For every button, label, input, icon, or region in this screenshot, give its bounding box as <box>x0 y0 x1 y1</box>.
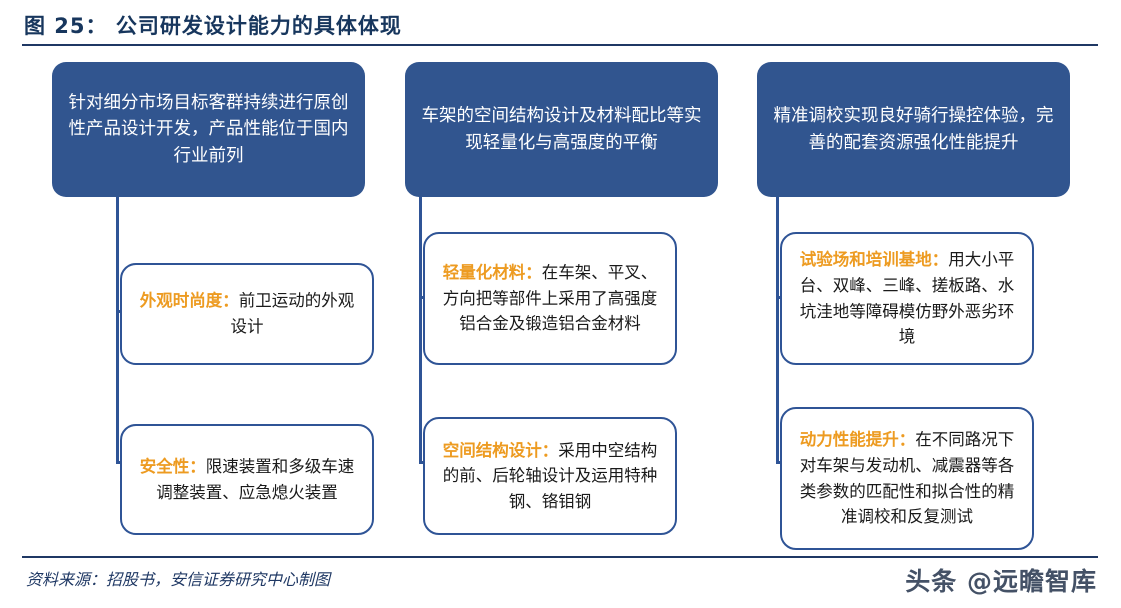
column-1-leaf-1[interactable]: 外观时尚度：前卫运动的外观设计 <box>120 263 374 365</box>
column-1-leaf-2-label: 安全性： <box>139 456 206 476</box>
source-note: 资料来源：招股书，安信证券研究中心制图 <box>26 570 331 589</box>
column-2-leaf-2-detail: 采用中空结构的前、后轮轴设计及运用特种钢、铬钼钢 <box>442 440 658 511</box>
column-3-leaf-2-detail: 在不同路况下对车架与发动机、减震器等各类参数的匹配性和拟合性的精准调校和反复测试 <box>799 430 1015 527</box>
column-2-leaf-1-detail: 在车架、平叉、方向把等部件上采用了高强度铝合金及锻造铝合金材料 <box>442 263 658 334</box>
diagram-column-2: 车架的空间结构设计及材料配比等实现轻量化与高强度的平衡 轻量化材料：在车架、平叉… <box>395 52 725 552</box>
column-2-leaf-2[interactable]: 空间结构设计：采用中空结构的前、后轮轴设计及运用特种钢、铬钼钢 <box>423 417 677 535</box>
column-1-leaf-1-detail: 前卫运动的外观设计 <box>230 291 355 336</box>
diagram-canvas: 针对细分市场目标客群持续进行原创性产品设计开发，产品性能位于国内行业前列 外观时… <box>0 52 1121 552</box>
column-2-connector-trunk <box>419 197 422 464</box>
column-1-leaf-2-detail: 限速装置和多级车速调整装置、应急熄火装置 <box>156 456 355 502</box>
column-2-header-text: 车架的空间结构设计及材料配比等实现轻量化与高强度的平衡 <box>421 105 702 153</box>
column-1-connector-trunk <box>116 197 119 464</box>
column-3-leaf-1[interactable]: 试验场和培训基地：用大小平台、双峰、三峰、搓板路、水坑洼地等障碍模仿野外恶劣环境 <box>780 232 1034 365</box>
column-3-leaf-1-text: 试验场和培训基地：用大小平台、双峰、三峰、搓板路、水坑洼地等障碍模仿野外恶劣环境 <box>796 247 1018 349</box>
column-1-leaf-1-text: 外观时尚度：前卫运动的外观设计 <box>136 288 358 339</box>
page-title: 图 25： 公司研发设计能力的具体体现 <box>24 14 402 38</box>
header-divider <box>22 44 1098 46</box>
column-2-leaf-2-text: 空间结构设计：采用中空结构的前、后轮轴设计及运用特种钢、铬钼钢 <box>439 438 661 515</box>
diagram-column-1: 针对细分市场目标客群持续进行原创性产品设计开发，产品性能位于国内行业前列 外观时… <box>42 52 374 552</box>
column-2-header-box[interactable]: 车架的空间结构设计及材料配比等实现轻量化与高强度的平衡 <box>405 62 718 197</box>
column-1-header-text: 针对细分市场目标客群持续进行原创性产品设计开发，产品性能位于国内行业前列 <box>68 92 349 166</box>
column-3-header-box[interactable]: 精准调校实现良好骑行操控体验，完善的配套资源强化性能提升 <box>757 62 1070 197</box>
column-3-connector-trunk <box>776 197 779 464</box>
watermark: 头条 @远瞻智库 <box>905 567 1097 596</box>
diagram-column-3: 精准调校实现良好骑行操控体验，完善的配套资源强化性能提升 试验场和培训基地：用大… <box>747 52 1077 552</box>
footer-divider <box>22 556 1098 558</box>
column-1-header-box[interactable]: 针对细分市场目标客群持续进行原创性产品设计开发，产品性能位于国内行业前列 <box>52 62 365 197</box>
column-1-leaf-2-text: 安全性：限速装置和多级车速调整装置、应急熄火装置 <box>136 454 358 505</box>
column-3-leaf-2-text: 动力性能提升：在不同路况下对车架与发动机、减震器等各类参数的匹配性和拟合性的精准… <box>796 427 1018 529</box>
column-2-leaf-1[interactable]: 轻量化材料：在车架、平叉、方向把等部件上采用了高强度铝合金及锻造铝合金材料 <box>423 232 677 365</box>
column-3-leaf-2[interactable]: 动力性能提升：在不同路况下对车架与发动机、减震器等各类参数的匹配性和拟合性的精准… <box>780 407 1034 550</box>
column-2-leaf-2-label: 空间结构设计： <box>442 440 559 460</box>
column-3-leaf-1-label: 试验场和培训基地： <box>799 250 949 270</box>
column-3-leaf-2-label: 动力性能提升： <box>799 430 916 450</box>
column-3-leaf-1-detail: 用大小平台、双峰、三峰、搓板路、水坑洼地等障碍模仿野外恶劣环境 <box>799 250 1015 347</box>
column-1-leaf-1-label: 外观时尚度： <box>139 291 239 311</box>
column-2-leaf-1-label: 轻量化材料： <box>442 263 542 283</box>
column-1-leaf-2[interactable]: 安全性：限速装置和多级车速调整装置、应急熄火装置 <box>120 424 374 535</box>
column-3-header-text: 精准调校实现良好骑行操控体验，完善的配套资源强化性能提升 <box>773 105 1054 153</box>
column-2-leaf-1-text: 轻量化材料：在车架、平叉、方向把等部件上采用了高强度铝合金及锻造铝合金材料 <box>439 260 661 337</box>
